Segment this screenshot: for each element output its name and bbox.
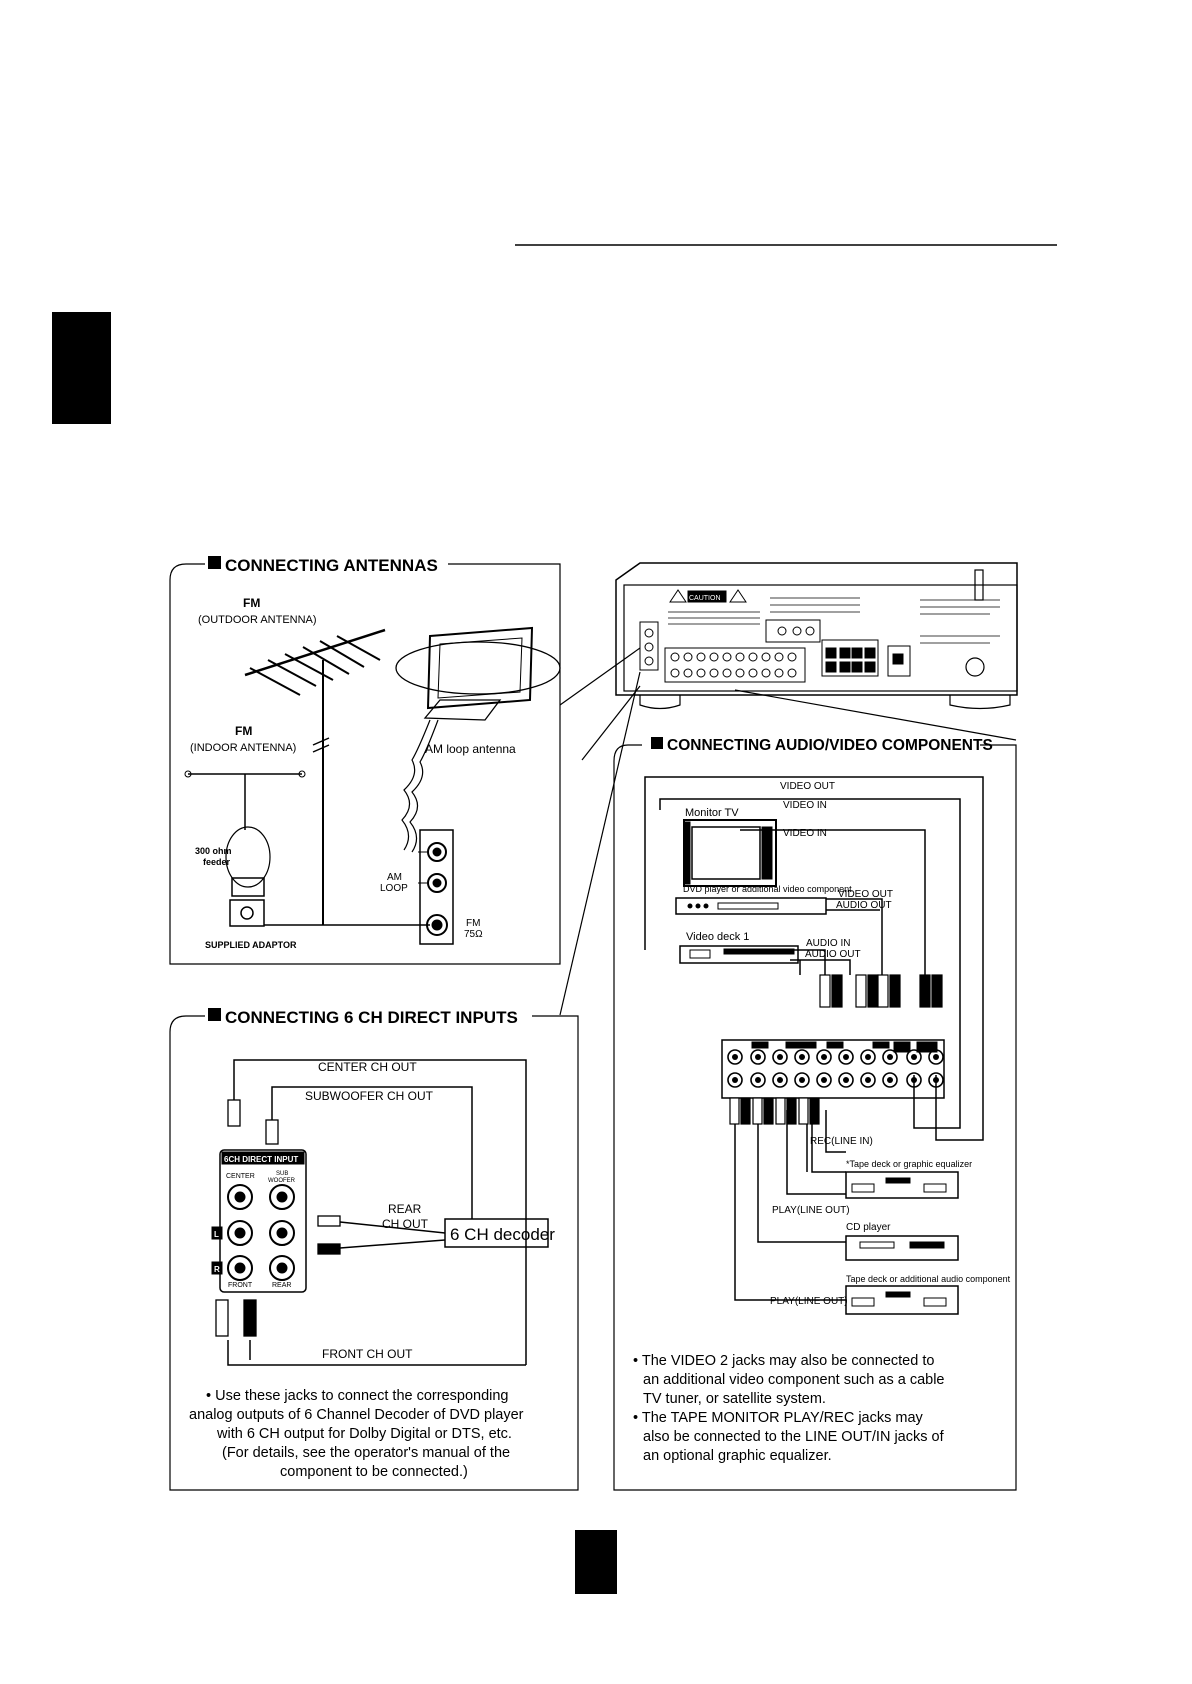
antenna-terminal-block — [418, 829, 454, 945]
video-out-top-label: VIDEO OUT — [780, 781, 835, 792]
play-line-out-label-2: PLAY(LINE OUT) — [770, 1296, 848, 1307]
dvd-player-illustration — [675, 897, 827, 915]
av-jack-panel — [721, 1039, 945, 1099]
tape-deck-additional-illustration — [845, 1285, 959, 1315]
av-note-line-5: also be connected to the LINE OUT/IN jac… — [643, 1429, 945, 1445]
cd-player-illustration — [845, 1235, 959, 1261]
video-deck-label: Video deck 1 — [686, 931, 749, 943]
title-bullet — [208, 556, 221, 569]
am-terminal-label-2: LOOP — [380, 883, 408, 894]
six-ch-note-line-1: • Use these jacks to connect the corresp… — [206, 1388, 509, 1404]
jack-label-center: CENTER — [226, 1173, 255, 1180]
caution-label: CAUTION — [689, 595, 721, 602]
play-line-out-label-1: PLAY(LINE OUT) — [772, 1205, 850, 1216]
subwoofer-out-label: SUBWOOFER CH OUT — [305, 1089, 434, 1103]
tape-eq-label: *Tape deck or graphic equalizer — [846, 1159, 972, 1169]
jack-label-rear: REAR — [272, 1282, 291, 1289]
fm-indoor-heading: FM — [235, 724, 252, 738]
callout-lines — [559, 647, 1017, 1016]
deck-audio-in-label: AUDIO IN — [806, 938, 850, 949]
rec-line-in-label: REC(LINE IN) — [810, 1136, 873, 1147]
six-ch-note-line-5: component to be connected.) — [280, 1464, 468, 1480]
mark-r: R — [214, 1265, 220, 1274]
av-note-line-1: • The VIDEO 2 jacks may also be connecte… — [633, 1353, 934, 1369]
av-plugs-top — [819, 974, 943, 1008]
cd-player-label: CD player — [846, 1222, 891, 1233]
dvd-audio-out-label: AUDIO OUT — [836, 900, 892, 911]
fm-terminal-label-1: FM — [466, 918, 480, 929]
am-loop-label: AM loop antenna — [425, 742, 516, 756]
video-in-label-1: VIDEO IN — [783, 800, 827, 811]
six-ch-cables — [227, 1059, 527, 1366]
am-loop-antenna-illustration — [395, 626, 561, 853]
six-ch-decoder-box — [444, 1218, 549, 1248]
six-ch-note-line-2: analog outputs of 6 Channel Decoder of D… — [189, 1407, 524, 1423]
av-note-line-3: TV tuner, or satellite system. — [643, 1391, 826, 1407]
av-note-line-2: an additional video component such as a … — [643, 1372, 944, 1388]
six-ch-note-line-3: with 6 CH output for Dolby Digital or DT… — [216, 1426, 512, 1442]
fm-outdoor-heading: FM — [243, 596, 260, 610]
six-ch-title: CONNECTING 6 CH DIRECT INPUTS — [225, 1008, 518, 1027]
av-panel: CONNECTING AUDIO/VIDEO COMPONENTS VIDEO … — [613, 737, 1017, 1491]
six-ch-panel: CONNECTING 6 CH DIRECT INPUTS CENTER CH … — [169, 1008, 579, 1491]
am-terminal-label-1: AM — [387, 872, 402, 883]
jack-label-sub-1: SUB — [276, 1171, 288, 1177]
video-deck-illustration — [679, 945, 799, 964]
av-cables — [644, 776, 984, 1301]
decoder-label: 6 CH decoder — [450, 1225, 555, 1244]
indoor-antenna-illustration — [184, 770, 430, 927]
antennas-title: CONNECTING ANTENNAS — [225, 556, 438, 575]
adaptor-label: SUPPLIED ADAPTOR — [205, 940, 297, 950]
dvd-label: DVD player or additional video component — [683, 884, 852, 894]
av-note: • The VIDEO 2 jacks may also be connecte… — [633, 1353, 945, 1464]
jack-label-front: FRONT — [228, 1282, 253, 1289]
av-title: CONNECTING AUDIO/VIDEO COMPONENTS — [667, 737, 993, 754]
dvd-video-out-label: VIDEO OUT — [838, 889, 893, 900]
six-ch-jack-panel — [211, 1149, 307, 1293]
mark-l: L — [214, 1230, 219, 1239]
receiver-rear-panel — [615, 562, 1018, 710]
tape-deck-illustration — [845, 1171, 959, 1199]
antennas-panel: CONNECTING ANTENNAS FM (OUTDOOR ANTENNA)… — [169, 556, 561, 965]
six-ch-plugs — [215, 1099, 341, 1337]
av-note-line-6: an optional graphic equalizer. — [643, 1448, 832, 1464]
tape-additional-label: Tape deck or additional audio component — [846, 1274, 1011, 1284]
fm-indoor-sub: (INDOOR ANTENNA) — [190, 742, 296, 754]
six-ch-panel-title: 6CH DIRECT INPUT — [224, 1155, 298, 1164]
title-bullet — [208, 1008, 221, 1021]
jack-label-sub-2: WOOFER — [268, 1178, 296, 1184]
six-ch-note-line-4: (For details, see the operator's manual … — [222, 1445, 510, 1461]
side-tab — [52, 312, 111, 424]
monitor-tv-label: Monitor TV — [685, 807, 739, 819]
video-in-label-2: VIDEO IN — [783, 828, 827, 839]
center-out-label: CENTER CH OUT — [318, 1060, 417, 1074]
feeder-label-2: feeder — [203, 857, 231, 867]
rear-out-label-1: REAR — [388, 1202, 422, 1216]
page-number-tab — [575, 1530, 617, 1594]
av-note-line-4: • The TAPE MONITOR PLAY/REC jacks may — [633, 1410, 924, 1426]
av-plugs-bottom — [729, 1097, 820, 1125]
front-out-label: FRONT CH OUT — [322, 1347, 413, 1361]
six-ch-note: • Use these jacks to connect the corresp… — [189, 1388, 524, 1480]
fm-outdoor-sub: (OUTDOOR ANTENNA) — [198, 614, 317, 626]
monitor-tv-illustration — [683, 819, 777, 887]
feeder-label-1: 300 ohm — [195, 846, 232, 856]
outdoor-antenna-illustration — [244, 628, 386, 925]
deck-audio-out-label: AUDIO OUT — [805, 949, 861, 960]
title-bullet — [651, 737, 663, 749]
fm-terminal-label-2: 75Ω — [464, 929, 483, 940]
